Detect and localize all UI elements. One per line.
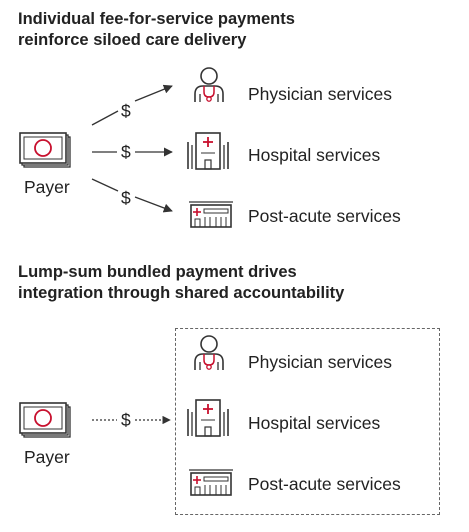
section2-title-line1: Lump-sum bundled payment drives — [18, 263, 297, 281]
dollar-sign: $ — [121, 101, 131, 121]
physician-icon — [194, 335, 224, 371]
section2-physician-label: Physician services — [248, 352, 392, 372]
physician-icon — [194, 67, 224, 103]
section2-title: Lump-sum bundled payment drives integrat… — [18, 262, 458, 304]
arrow-to-physician — [134, 84, 173, 102]
section1-hospital-label: Hospital services — [248, 145, 381, 165]
section1-title-line2: reinforce siloed care delivery — [18, 31, 247, 49]
section1-post-acute-label: Post-acute services — [248, 206, 401, 226]
money-icon — [19, 132, 71, 168]
dollar-sign: $ — [121, 188, 131, 208]
hospital-icon — [187, 399, 229, 437]
dollar-sign: $ — [121, 410, 131, 430]
section1-payer-label: Payer — [24, 177, 70, 197]
dollar-sign: $ — [121, 142, 131, 162]
arrow-to-post-acute — [134, 196, 173, 213]
post-acute-facility-icon — [188, 201, 234, 228]
section1-title: Individual fee-for-service payments rein… — [18, 9, 458, 51]
arrow-segment — [91, 178, 119, 192]
section2-title-line2: integration through shared accountabilit… — [18, 284, 345, 302]
money-icon — [19, 402, 71, 438]
section2-hospital-label: Hospital services — [248, 413, 381, 433]
shared-accountability-box — [175, 328, 440, 515]
section2-payer-label: Payer — [24, 447, 70, 467]
section2-post-acute-label: Post-acute services — [248, 474, 401, 494]
section1-title-line1: Individual fee-for-service payments — [18, 10, 295, 28]
post-acute-facility-icon — [188, 469, 234, 496]
arrow-segment — [91, 110, 119, 126]
section1-physician-label: Physician services — [248, 84, 392, 104]
hospital-icon — [187, 132, 229, 170]
